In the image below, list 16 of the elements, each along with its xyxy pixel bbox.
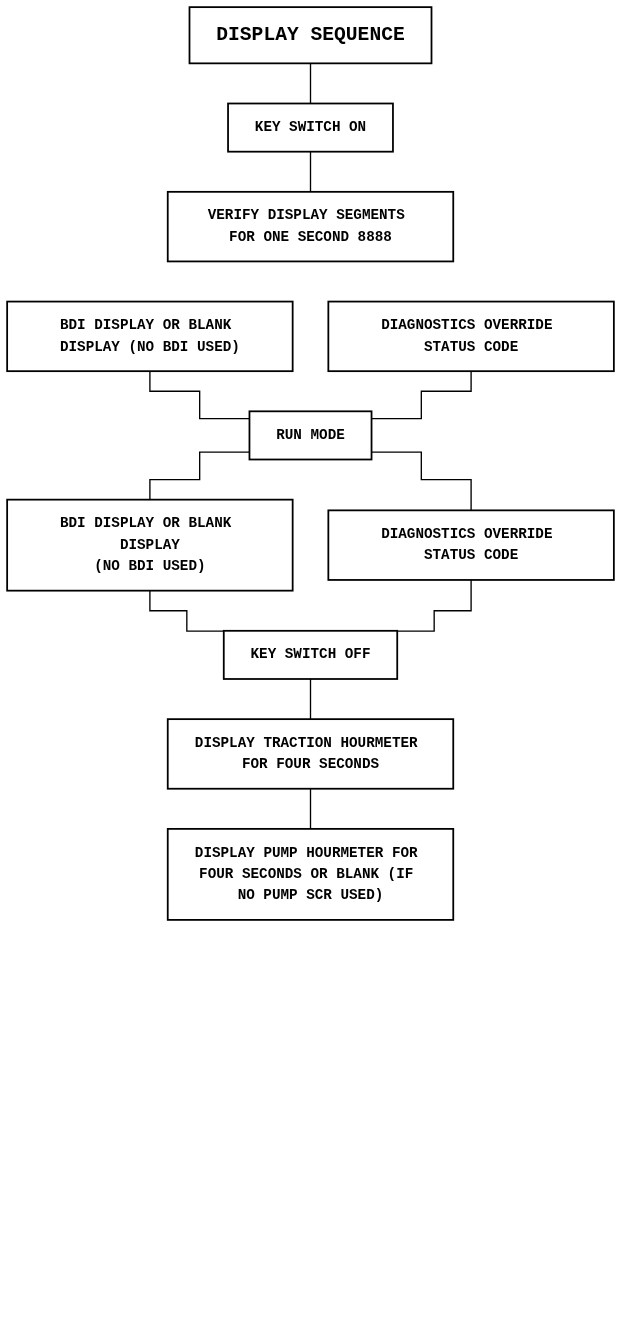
connector — [309, 678, 312, 720]
node-box: BDI DISPLAY OR BLANK DISPLAY (NO BDI USED) — [6, 498, 294, 592]
connector — [309, 62, 312, 105]
node-box: DISPLAY TRACTION HOURMETER FOR FOUR SECONDS — [166, 718, 455, 790]
node-box: DIAGNOSTICS OVERRIDE STATUS CODE — [327, 509, 615, 581]
connector — [396, 579, 472, 632]
node-box: DISPLAY SEQUENCE — [188, 6, 433, 65]
node-box: BDI DISPLAY OR BLANK DISPLAY (NO BDI USED) — [6, 300, 294, 373]
node-box: KEY SWITCH OFF — [222, 629, 399, 680]
node-box: DISPLAY PUMP HOURMETER FOR FOUR SECONDS OR BLANK (IF NO PUMP SCR USED) — [166, 828, 455, 921]
node-box: DIAGNOSTICS OVERRIDE STATUS CODE — [327, 300, 615, 373]
node-box: KEY SWITCH ON — [227, 102, 394, 153]
connector — [309, 151, 312, 193]
connector — [309, 788, 312, 830]
node-box: VERIFY DISPLAY SEGMENTS FOR ONE SECOND 8888 — [166, 190, 455, 263]
node-box: RUN MODE — [248, 410, 373, 461]
